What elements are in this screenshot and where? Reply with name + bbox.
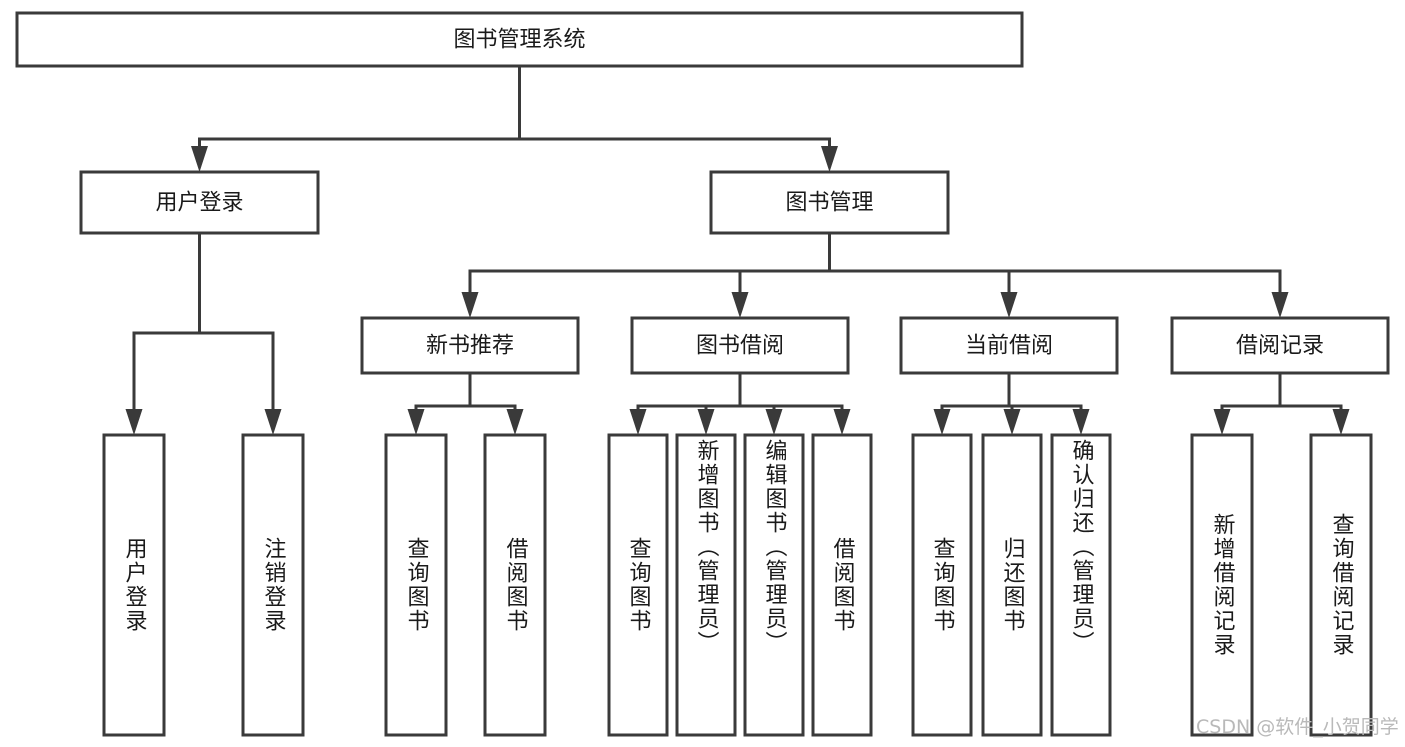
node-leaf-borrow-edit[interactable] bbox=[743, 433, 805, 737]
node-leaf-user-logout[interactable] bbox=[241, 433, 305, 737]
node-records[interactable]: 借阅记录 bbox=[1170, 316, 1390, 375]
watermark-text: CSDN @软件_小贺同学 bbox=[1196, 716, 1399, 738]
node-leaf-new-query[interactable] bbox=[384, 433, 448, 737]
node-newbook[interactable]: 新书推荐 bbox=[360, 316, 580, 375]
node-label-bookmgmt: 图书管理 bbox=[785, 191, 873, 216]
node-bookmgmt[interactable]: 图书管理 bbox=[709, 170, 950, 235]
node-label-newbook: 新书推荐 bbox=[426, 334, 514, 359]
node-login[interactable]: 用户登录 bbox=[79, 170, 320, 235]
node-leaf-user-login[interactable] bbox=[102, 433, 166, 737]
node-leaf-new-borrow[interactable] bbox=[483, 433, 547, 737]
node-label-current: 当前借阅 bbox=[965, 334, 1053, 359]
node-leaf-current-confirm[interactable] bbox=[1050, 433, 1112, 737]
node-borrow[interactable]: 图书借阅 bbox=[630, 316, 850, 375]
node-label-root: 图书管理系统 bbox=[453, 28, 585, 53]
node-root[interactable]: 图书管理系统 bbox=[15, 11, 1024, 68]
node-label-login: 用户登录 bbox=[155, 191, 243, 216]
node-leaf-rec-query[interactable] bbox=[1309, 433, 1373, 737]
node-leaf-current-return[interactable] bbox=[981, 433, 1043, 737]
node-leaf-current-query[interactable] bbox=[911, 433, 973, 737]
node-current[interactable]: 当前借阅 bbox=[899, 316, 1119, 375]
node-leaf-borrow-lend[interactable] bbox=[811, 433, 873, 737]
node-leaf-rec-add[interactable] bbox=[1190, 433, 1254, 737]
node-leaf-borrow-add[interactable] bbox=[675, 433, 737, 737]
node-label-borrow: 图书借阅 bbox=[696, 334, 784, 359]
connector-layer bbox=[125, 64, 1350, 435]
node-label-records: 借阅记录 bbox=[1236, 334, 1324, 359]
node-leaf-borrow-query[interactable] bbox=[607, 433, 669, 737]
